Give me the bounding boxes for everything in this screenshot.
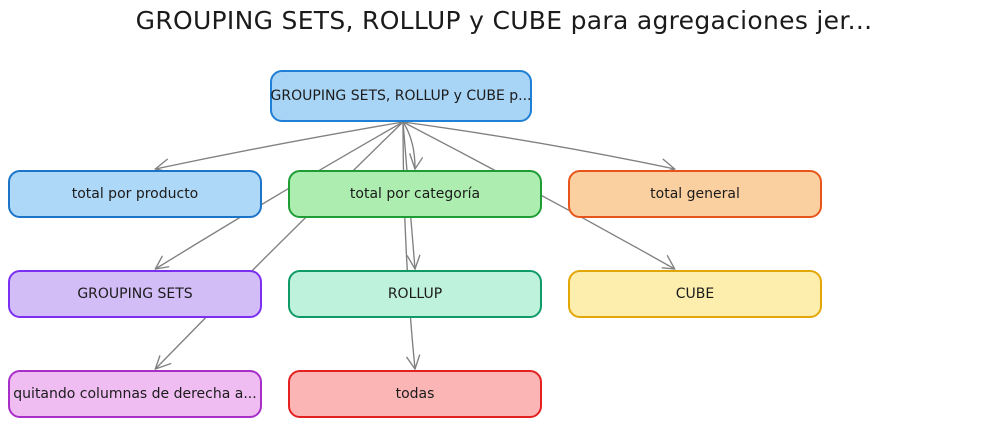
node-total-por-producto[interactable]: total por producto bbox=[8, 170, 262, 218]
node-label: GROUPING SETS bbox=[77, 286, 193, 302]
node-total-general[interactable]: total general bbox=[568, 170, 822, 218]
node-label: total por producto bbox=[71, 186, 199, 202]
node-cube[interactable]: CUBE bbox=[568, 270, 822, 318]
edge-root-to-total-general bbox=[402, 121, 676, 174]
node-total-por-categoria[interactable]: total por categoría bbox=[288, 170, 542, 218]
edge-root-to-todas bbox=[402, 121, 421, 370]
node-label: total por categoría bbox=[349, 186, 481, 202]
node-label: CUBE bbox=[675, 286, 715, 302]
node-todas[interactable]: todas bbox=[288, 370, 542, 418]
edge-root-to-quitando-columnas bbox=[154, 121, 404, 370]
node-quitando-columnas[interactable]: quitando columnas de derecha a... bbox=[8, 370, 262, 418]
page-title: GROUPING SETS, ROLLUP y CUBE para agrega… bbox=[135, 6, 873, 35]
edge-root-to-total-por-producto bbox=[154, 121, 404, 173]
node-grouping-sets[interactable]: GROUPING SETS bbox=[8, 270, 262, 318]
node-root[interactable]: GROUPING SETS, ROLLUP y CUBE p... bbox=[270, 70, 532, 122]
edge-root-to-total-por-categoria bbox=[402, 121, 424, 170]
node-label: GROUPING SETS, ROLLUP y CUBE p... bbox=[270, 88, 532, 104]
node-label: ROLLUP bbox=[387, 286, 443, 302]
node-label: todas bbox=[395, 386, 435, 402]
node-rollup[interactable]: ROLLUP bbox=[288, 270, 542, 318]
node-label: total general bbox=[650, 186, 740, 202]
node-label: quitando columnas de derecha a... bbox=[13, 386, 257, 402]
